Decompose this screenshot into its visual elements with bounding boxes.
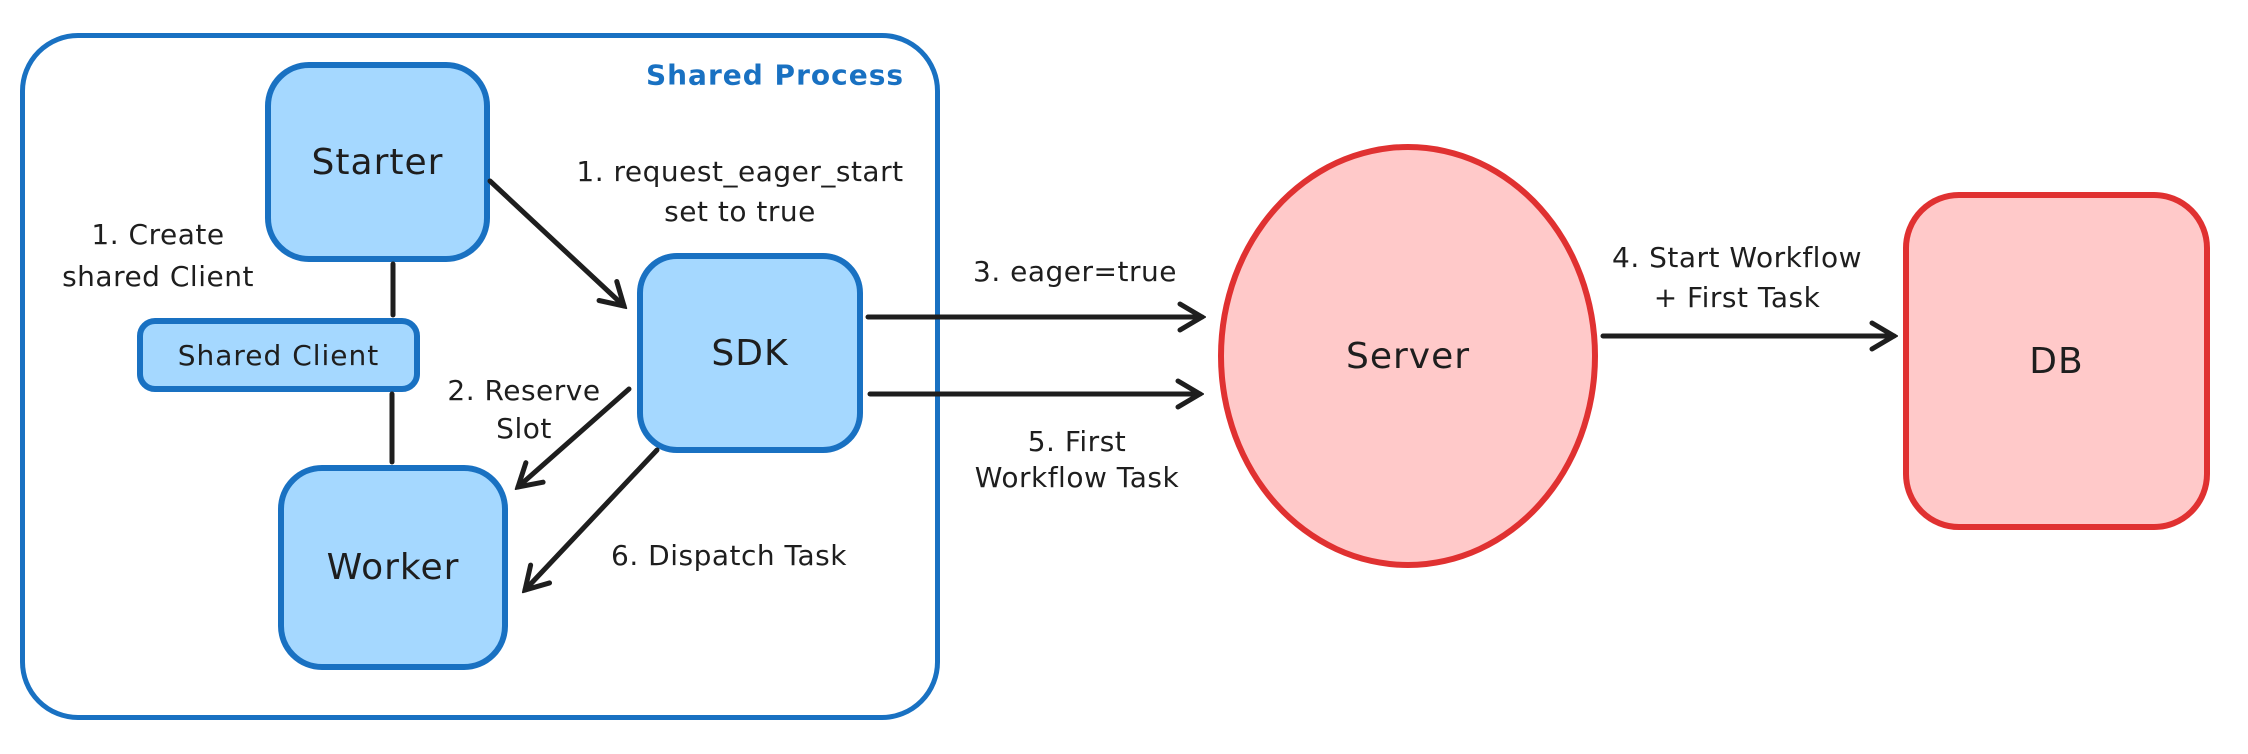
annotation-eager-true: 3. eager=true	[973, 256, 1177, 288]
annotation-line: 3. eager=true	[973, 255, 1177, 288]
annotation-request-eager-start: 1. request_eager_start set to true	[576, 152, 903, 232]
annotation-line: 1. Create	[91, 218, 225, 251]
annotation-line: set to true	[664, 195, 816, 228]
db-node: DB	[1903, 192, 2210, 530]
sdk-node: SDK	[637, 253, 863, 453]
starter-node: Starter	[265, 62, 490, 262]
annotation-line: 5. First	[1027, 425, 1127, 458]
worker-label: Worker	[326, 547, 460, 588]
shared-process-container	[20, 33, 940, 720]
annotation-line: 1. request_eager_start	[576, 155, 904, 188]
annotation-line: shared Client	[62, 260, 254, 293]
annotation-line: Slot	[496, 412, 552, 445]
annotation-line: 2. Reserve	[447, 374, 601, 407]
worker-node: Worker	[278, 465, 508, 670]
annotation-first-workflow-task: 5. First Workflow Task	[975, 424, 1179, 496]
annotation-reserve-slot: 2. Reserve Slot	[447, 372, 600, 448]
db-label: DB	[2029, 340, 2084, 382]
sdk-label: SDK	[711, 332, 789, 374]
server-label: Server	[1345, 335, 1471, 377]
annotation-line: + First Task	[1653, 281, 1821, 314]
shared-client-node: Shared Client	[137, 318, 420, 392]
annotation-line: 4. Start Workflow	[1612, 241, 1862, 274]
starter-label: Starter	[311, 141, 444, 183]
annotation-line: 6. Dispatch Task	[611, 539, 847, 572]
annotation-start-workflow: 4. Start Workflow + First Task	[1612, 238, 1862, 318]
server-node: Server	[1218, 144, 1598, 568]
annotation-line: Workflow Task	[974, 461, 1180, 494]
shared-client-label: Shared Client	[177, 338, 380, 372]
annotation-dispatch-task: 6. Dispatch Task	[611, 540, 847, 572]
shared-process-title: Shared Process	[645, 58, 905, 92]
annotation-create-shared-client: 1. Create shared Client	[62, 214, 254, 298]
